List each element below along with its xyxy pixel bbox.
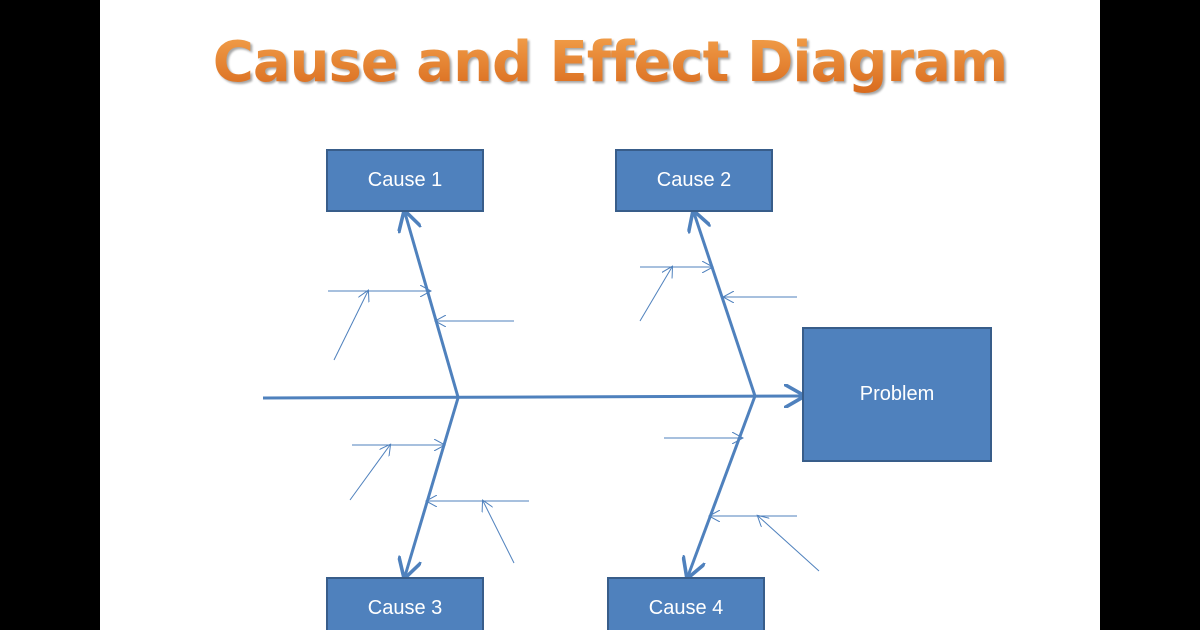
diagram-title: Cause and Effect Diagram bbox=[100, 30, 1100, 95]
sub-bone bbox=[758, 516, 820, 572]
fishbone-diagram bbox=[262, 0, 820, 630]
problem-box: Problem bbox=[802, 327, 992, 462]
sub-bone bbox=[639, 267, 672, 322]
cause-1-box: Cause 1 bbox=[326, 149, 484, 212]
bone-cause-3 bbox=[405, 397, 460, 576]
sub-bone bbox=[333, 291, 368, 361]
slide-canvas: Cause and Effect Diagram bbox=[100, 0, 1100, 630]
cause-3-box: Cause 3 bbox=[326, 577, 484, 630]
cause-4-box: Cause 4 bbox=[607, 577, 765, 630]
sub-bone bbox=[483, 501, 515, 564]
bone-cause-1 bbox=[405, 213, 460, 398]
spine-arrow bbox=[262, 396, 802, 398]
bone-cause-4 bbox=[688, 395, 757, 576]
sub-bone bbox=[349, 445, 390, 501]
bone-cause-2 bbox=[694, 213, 757, 397]
cause-2-box: Cause 2 bbox=[615, 149, 773, 212]
